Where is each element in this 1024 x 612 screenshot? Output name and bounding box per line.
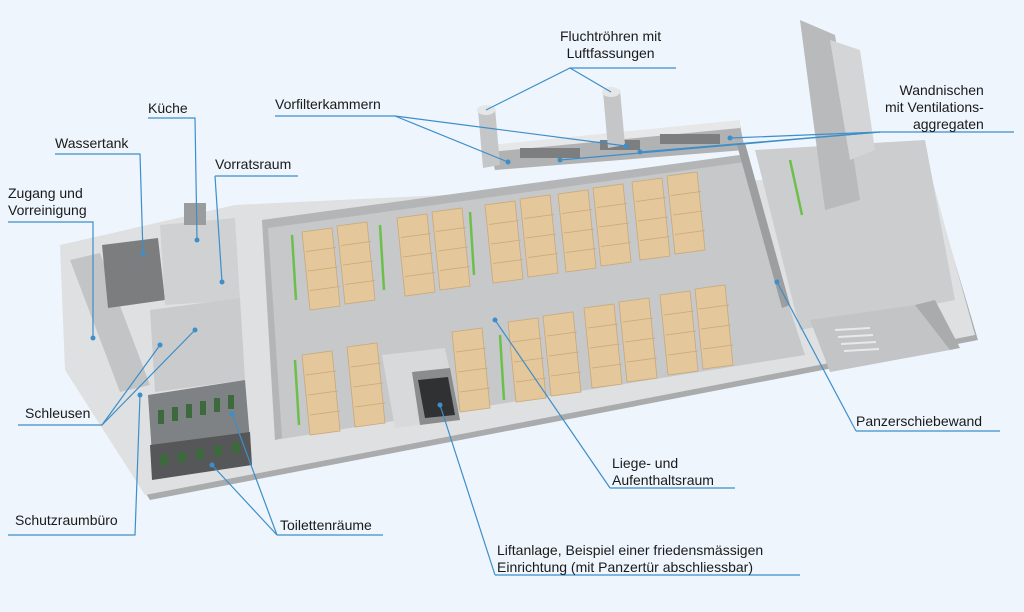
stair-room xyxy=(810,300,960,372)
bunk-shelf-line xyxy=(344,280,376,285)
leader-lines xyxy=(8,67,1014,576)
bunk-shelf-line xyxy=(305,247,337,252)
label-schleusen: Schleusen xyxy=(25,405,91,421)
label-vorfilterkammern: Vorfilterkammern xyxy=(275,96,381,112)
bunk-shelf-line xyxy=(435,227,467,232)
bunk-shelf-line xyxy=(511,337,543,343)
bunk-shelf-line xyxy=(437,246,469,252)
bunk-shelf-line xyxy=(523,214,555,219)
bunk-shelf-line xyxy=(548,351,580,357)
bunk-shelf-line xyxy=(626,357,658,363)
bunk-shelf-line xyxy=(563,228,595,234)
green-lights xyxy=(290,159,804,426)
label-kueche: Küche xyxy=(148,100,188,116)
bunk-shelf-line xyxy=(307,390,339,396)
bunk-shelf-line xyxy=(667,350,699,356)
bunk-shelf-line xyxy=(589,343,621,349)
bunk-shelf-line xyxy=(674,230,706,235)
bunk-shelf-line xyxy=(400,233,432,238)
bunk-shelf-line xyxy=(404,272,436,277)
bunk-shelf-line xyxy=(513,357,545,363)
bunk-shelf-line xyxy=(354,402,386,408)
bunk-shelf-line xyxy=(550,371,582,377)
bunk-shelf-line xyxy=(600,242,632,247)
bunk-shelf-line xyxy=(665,330,697,336)
label-liftanlage: Liftanlage, Beispiel einer friedensmässi… xyxy=(497,542,764,575)
bunk-shelf-line xyxy=(439,266,471,271)
bunk-shelf-line xyxy=(525,233,557,239)
bunk-shelf-line xyxy=(635,197,667,202)
bunk-shelf-line xyxy=(637,216,669,222)
leader-dots xyxy=(90,135,780,468)
bunk-shelf-line xyxy=(639,236,671,241)
bunk-shelf-line xyxy=(546,331,578,337)
bunk-shelf-line xyxy=(455,347,487,353)
bunk-shelf-line xyxy=(309,410,341,416)
bunk-shelf-line xyxy=(561,209,593,214)
bunk-shelf-line xyxy=(457,367,489,373)
bunk-shelf-line xyxy=(527,253,559,258)
bunk-shelf-line xyxy=(492,259,524,264)
bunk-shelf-line xyxy=(663,310,695,316)
bunk-shelf-line xyxy=(596,203,628,208)
label-vorratsraum: Vorratsraum xyxy=(215,156,292,172)
bunk-shelf-line xyxy=(352,382,384,388)
label-toilettenraeume: Toilettenräume xyxy=(280,517,372,533)
bunk-shelf-line xyxy=(565,248,597,253)
bunk-shelf-line xyxy=(342,260,374,266)
armored-sliding-wall xyxy=(737,143,790,308)
bunk-groups xyxy=(301,171,734,436)
bunk-shelf-line xyxy=(700,324,732,330)
bunk-shelf-line xyxy=(698,304,730,310)
label-panzerschiebewand: Panzerschiebewand xyxy=(856,413,983,429)
bunk-shelf-line xyxy=(459,387,491,393)
bunk-shelf-line xyxy=(305,370,337,376)
bunk-shelf-line xyxy=(598,222,630,228)
bunk-shelf-line xyxy=(672,210,704,216)
escape-tubes xyxy=(477,87,625,168)
bunk-shelf-line xyxy=(350,362,382,368)
bunk-shelf-line xyxy=(309,286,341,291)
bunk-shelf-line xyxy=(490,239,522,245)
bunk-shelf-line xyxy=(340,241,372,246)
bunk-shelf-line xyxy=(307,266,339,272)
right-room-floor xyxy=(755,20,955,330)
bunk-shelf-line xyxy=(488,220,520,225)
bunk-shelf-line xyxy=(702,344,734,350)
left-service-block xyxy=(70,203,252,480)
bunk-shelf-line xyxy=(622,317,654,323)
bunk-shelf-line xyxy=(670,191,702,196)
bunk-shelf-line xyxy=(402,252,434,258)
bunk-shelf-line xyxy=(591,363,623,369)
bunk-shelf-line xyxy=(515,377,547,383)
label-schutzraumbuero: Schutzraumbüro xyxy=(15,512,118,528)
bunk-shelf-line xyxy=(587,323,619,329)
bunk-shelf-line xyxy=(624,337,656,343)
label-wassertank: Wassertank xyxy=(55,135,129,151)
